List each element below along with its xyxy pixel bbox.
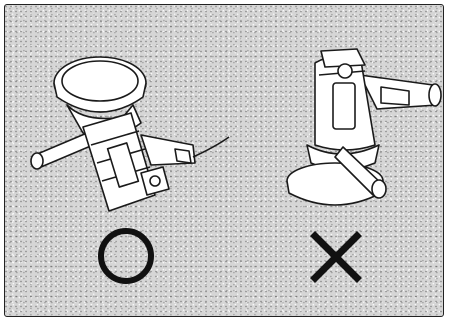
circle-mark-icon <box>101 231 151 281</box>
polisher-incorrect-illustration <box>287 49 441 205</box>
illustration-canvas <box>5 5 444 317</box>
cross-mark-icon <box>315 236 357 278</box>
polisher-correct-illustration <box>31 57 229 211</box>
usage-illustration <box>4 4 444 317</box>
